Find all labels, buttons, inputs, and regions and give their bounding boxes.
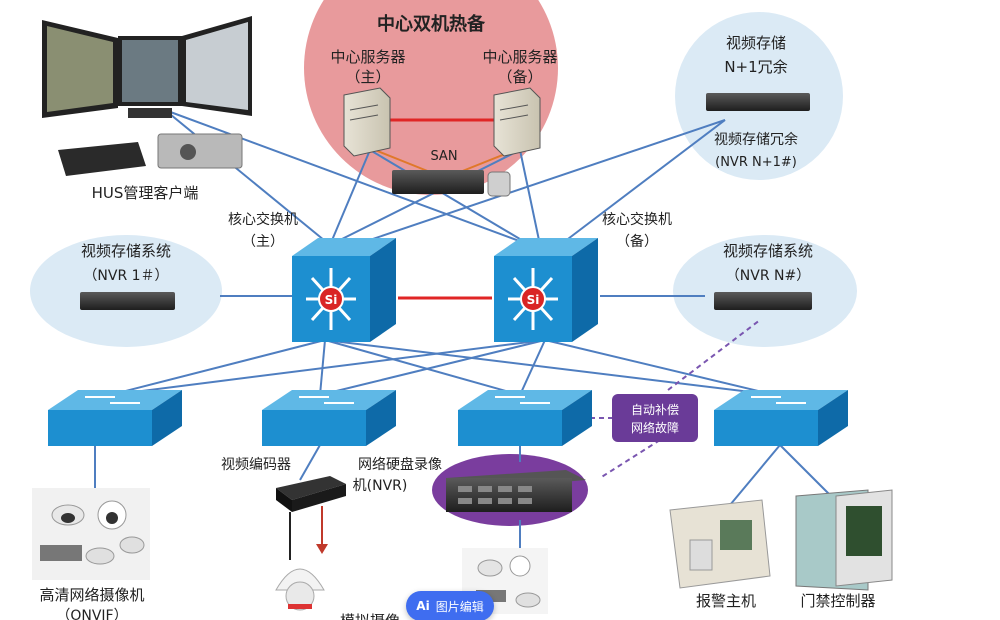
core-backup-label: 核心交换机: [602, 211, 672, 228]
hot-standby-title: 中心双机热备: [377, 13, 486, 35]
access-switch-3: [458, 390, 592, 446]
nvr-left-zone: [30, 235, 222, 347]
network-links: [94, 109, 831, 548]
dome-partial-label: 模拟摄像: [340, 612, 400, 620]
cameras-label-2: （ONVIF）: [56, 608, 127, 620]
access-controller-label: 门禁控制器: [800, 592, 875, 610]
ai-icon: Ai: [416, 599, 430, 613]
auto-recover-label-1: 自动补偿: [631, 402, 679, 417]
image-edit-button[interactable]: Ai 图片编辑: [406, 591, 494, 620]
server-backup: [493, 87, 541, 157]
alarm-host-image: [669, 499, 771, 589]
nvr-left-label-2: （NVR 1＃）: [83, 268, 168, 284]
access-switch-4: [714, 390, 848, 446]
nvr-left-device: [80, 292, 175, 310]
core-switch-primary: [292, 238, 396, 342]
server-primary-label: 中心服务器: [330, 48, 405, 66]
san-link-left: [374, 149, 431, 173]
nvr-left-label-1: 视频存储系统: [81, 242, 171, 260]
san-label: SAN: [430, 149, 457, 164]
analog-dome-camera: [275, 568, 325, 611]
encoder-label: 视频编码器: [221, 457, 291, 473]
ptz-controller-icon: [157, 133, 243, 169]
nvr-right-device: [714, 292, 812, 310]
storage-redundancy-title-1: 视频存储: [726, 34, 786, 52]
san-storage-icon: [392, 170, 511, 197]
alarm-host-label: 报警主机: [696, 592, 756, 610]
monitor-wall: [42, 16, 252, 118]
server-backup-role: （备）: [497, 68, 542, 86]
storage-redundancy-title-2: N+1冗余: [724, 58, 787, 76]
nvr-redundant-device: [706, 93, 810, 111]
storage-redundancy-device-1: 视频存储冗余: [714, 131, 798, 148]
server-primary-role: （主）: [345, 68, 390, 86]
core-primary-label: 核心交换机: [228, 211, 298, 228]
auto-recover-label-2: 网络故障: [631, 420, 679, 435]
access-switch-2: [262, 390, 396, 446]
image-edit-label: 图片编辑: [435, 599, 484, 614]
video-encoder-icon: [276, 476, 346, 560]
core-primary-logo: Si: [325, 293, 338, 307]
keyboard-icon: [58, 142, 146, 176]
nvr-box-label-1: 网络硬盘录像: [358, 456, 442, 473]
hus-client-label: HUS管理客户端: [92, 184, 199, 202]
auto-recover-arrows: [590, 319, 761, 479]
hd-cameras-image: [32, 488, 150, 580]
nvr-box-label-2: 机(NVR): [353, 478, 408, 494]
storage-redundancy-device-2: (NVR N+1#): [715, 155, 797, 170]
nvr-right-label-1: 视频存储系统: [723, 242, 813, 260]
access-controller-image: [795, 489, 893, 591]
cameras-label-1: 高清网络摄像机: [39, 586, 144, 604]
core-backup-role: （备）: [616, 233, 658, 250]
server-backup-label: 中心服务器: [482, 48, 557, 66]
core-backup-logo: Si: [527, 293, 540, 307]
core-primary-role: （主）: [242, 234, 284, 250]
nvr-box-device: [446, 470, 586, 512]
auto-recover-box: [612, 394, 698, 442]
core-switch-backup: [494, 238, 598, 342]
nvr-right-label-2: （NVR N#）: [726, 268, 810, 284]
nvr-right-zone: [673, 235, 857, 347]
access-switch-1: [48, 390, 182, 446]
server-primary: [343, 87, 391, 157]
